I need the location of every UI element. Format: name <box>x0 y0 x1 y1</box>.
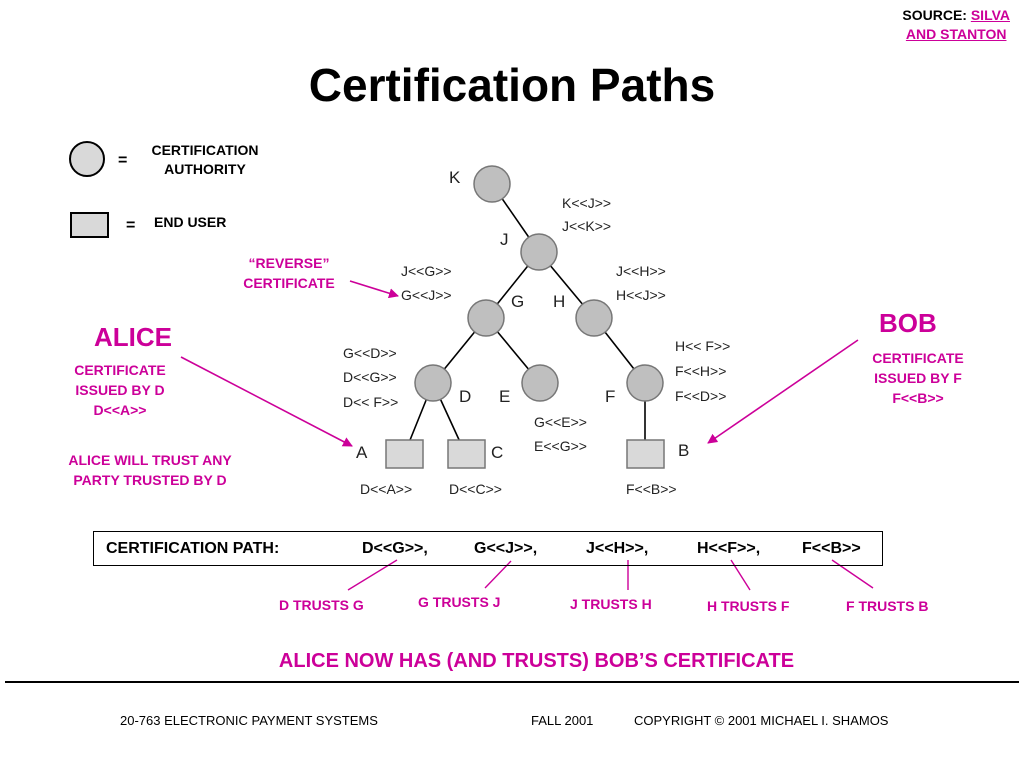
node-h-label: H <box>553 292 565 311</box>
cert-jg-1: J<<G>> <box>401 263 452 279</box>
node-c-rect <box>447 439 486 469</box>
path-item-j-h: J<<H>>, <box>586 540 649 557</box>
legend-ca-label: CERTIFICATION AUTHORITY <box>135 141 275 179</box>
legend-ca-circle <box>69 141 105 177</box>
reverse-cert-note: “REVERSE” CERTIFICATE <box>224 253 354 293</box>
cert-gd-2: D<<G>> <box>343 369 397 385</box>
node-e-label: E <box>499 387 510 406</box>
node-f-label: F <box>605 387 615 406</box>
reverse-cert-arrow <box>349 280 399 299</box>
pointer-f-trusts-b <box>831 559 874 589</box>
cert-dc: D<<C>> <box>449 481 502 497</box>
node-e-circle <box>521 364 559 402</box>
cert-hf-1: H<< F>> <box>675 338 730 354</box>
trust-j-h: J TRUSTS H <box>570 596 652 612</box>
path-item-d-g: D<<G>>, <box>362 540 428 557</box>
cert-jh-1: J<<H>> <box>616 263 666 279</box>
legend-ca-equals: = <box>118 152 128 169</box>
bob-cert-line3: F<<B>> <box>892 390 944 406</box>
node-k-label: K <box>449 168 461 187</box>
cert-hf-3: F<<D>> <box>675 388 726 404</box>
alice-arrow <box>180 356 353 447</box>
node-h-circle <box>575 299 613 337</box>
footer-divider <box>5 681 1019 683</box>
cert-ge-2: E<<G>> <box>534 438 587 454</box>
cert-jh-2: H<<J>> <box>616 287 666 303</box>
bob-arrow <box>707 339 859 444</box>
legend-user-rect <box>70 212 109 238</box>
node-c-label: C <box>491 443 503 462</box>
bob-name: BOB <box>879 308 937 338</box>
node-a-rect <box>385 439 424 469</box>
certification-path-box: CERTIFICATION PATH: D<<G>>, G<<J>>, J<<H… <box>93 531 883 566</box>
source-credit: SOURCE: SILVA AND STANTON <box>902 6 1010 44</box>
path-item-g-j: G<<J>>, <box>474 540 538 557</box>
alice-trust-note: ALICE WILL TRUST ANY PARTY TRUSTED BY D <box>40 450 260 490</box>
conclusion-text: ALICE NOW HAS (AND TRUSTS) BOB’S CERTIFI… <box>278 650 795 672</box>
source-label: SOURCE: <box>902 7 967 23</box>
node-d-label: D <box>459 387 471 406</box>
node-g-label: G <box>511 292 524 311</box>
node-a-label: A <box>356 443 368 462</box>
node-g-circle <box>467 299 505 337</box>
trust-g-j: G TRUSTS J <box>418 594 501 610</box>
node-d-circle <box>414 364 452 402</box>
node-f-circle <box>626 364 664 402</box>
alice-cert-note: CERTIFICATE ISSUED BY D D<<A>> <box>60 360 180 420</box>
node-j-label: J <box>500 230 509 249</box>
alice-trust-line2: PARTY TRUSTED BY D <box>73 472 227 488</box>
path-item-h-f: H<<F>>, <box>697 540 761 557</box>
trust-h-f: H TRUSTS F <box>707 598 790 614</box>
cert-jg-2: G<<J>> <box>401 287 452 303</box>
trust-f-b: F TRUSTS B <box>846 598 929 614</box>
alice-cert-line3: D<<A>> <box>93 402 147 418</box>
path-item-f-b: F<<B>> <box>802 540 861 557</box>
bob-cert-note: CERTIFICATE ISSUED BY F F<<B>> <box>857 348 979 408</box>
reverse-cert-line1: “REVERSE” <box>248 255 330 271</box>
page-title: Certification Paths <box>308 59 716 111</box>
footer-term: FALL 2001 <box>531 713 594 728</box>
alice-cert-line1: CERTIFICATE <box>74 362 166 378</box>
source-link-line2[interactable]: AND STANTON <box>905 26 1007 42</box>
node-k-circle <box>473 165 511 203</box>
legend-user-label: END USER <box>154 214 227 230</box>
cert-kj-1: K<<J>> <box>562 195 611 211</box>
cert-fb: F<<B>> <box>626 481 677 497</box>
node-j-circle <box>520 233 558 271</box>
source-link-line1[interactable]: SILVA <box>970 7 1010 23</box>
legend-user-equals: = <box>126 217 136 234</box>
reverse-cert-line2: CERTIFICATE <box>243 275 335 291</box>
bob-cert-line1: CERTIFICATE <box>872 350 964 366</box>
footer-course: 20-763 ELECTRONIC PAYMENT SYSTEMS <box>120 713 378 728</box>
legend-ca-line1: CERTIFICATION <box>151 142 259 158</box>
node-b-label: B <box>678 441 689 460</box>
footer-copyright: COPYRIGHT © 2001 MICHAEL I. SHAMOS <box>634 713 889 728</box>
alice-name: ALICE <box>94 322 172 352</box>
cert-ge-1: G<<E>> <box>534 414 587 430</box>
trust-d-g: D TRUSTS G <box>279 597 364 613</box>
bob-cert-line2: ISSUED BY F <box>874 370 962 386</box>
legend-ca-line2: AUTHORITY <box>164 161 246 177</box>
path-label: CERTIFICATION PATH: <box>106 540 280 557</box>
node-b-rect <box>626 439 665 469</box>
cert-kj-2: J<<K>> <box>562 218 611 234</box>
alice-trust-line1: ALICE WILL TRUST ANY <box>68 452 232 468</box>
cert-gd-1: G<<D>> <box>343 345 397 361</box>
cert-hf-2: F<<H>> <box>675 363 726 379</box>
cert-da: D<<A>> <box>360 481 412 497</box>
alice-cert-line2: ISSUED BY D <box>75 382 165 398</box>
cert-gd-3: D<< F>> <box>343 394 398 410</box>
